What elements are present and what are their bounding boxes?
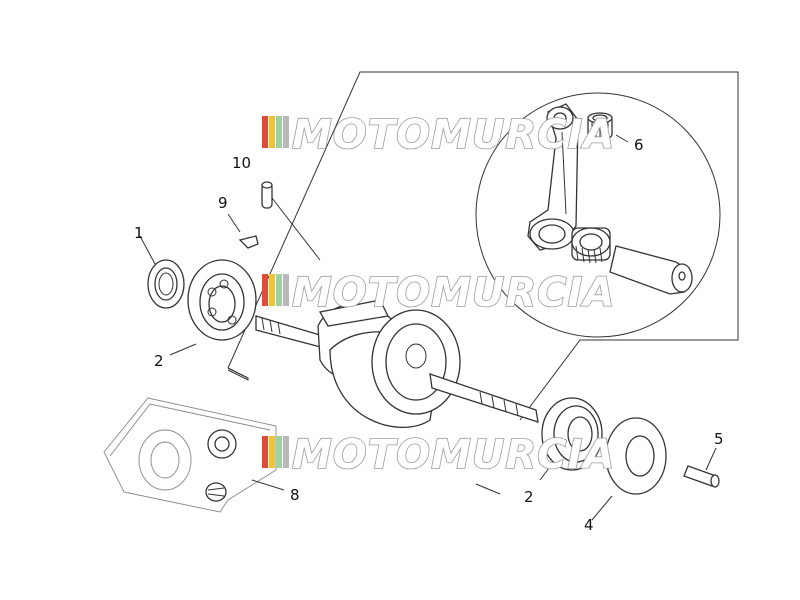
callout-8: 8 [290, 486, 300, 504]
callout-5: 5 [714, 430, 724, 448]
connecting-rod [527, 103, 579, 251]
watermark-text: MOTOMURCIA [292, 432, 615, 478]
watermark: MOTOMURCIA MOTOMURCIA MOTOMURCIA [262, 111, 615, 479]
main-bearing-right [541, 397, 603, 471]
crankshaft [255, 299, 539, 428]
pin [683, 465, 720, 488]
callout-1: 1 [134, 224, 144, 242]
small-end-needle-bearing [587, 112, 613, 139]
engine-case [103, 397, 277, 513]
callout-9: 9 [218, 194, 228, 212]
callout-2-right: 2 [524, 488, 534, 506]
callout-10: 10 [232, 154, 251, 172]
watermark-row-bottom: MOTOMURCIA [262, 431, 615, 479]
woodruff-key [238, 235, 259, 249]
callout-labels: 1 2 2 4 5 6 8 9 10 [134, 136, 724, 534]
callout-2-left: 2 [154, 352, 164, 370]
watermark-text: MOTOMURCIA [292, 270, 615, 316]
watermark-row-top: MOTOMURCIA [262, 111, 615, 159]
callout-6: 6 [634, 136, 644, 154]
dowel-pin [261, 181, 273, 209]
shim-ring [605, 417, 667, 495]
callout-4: 4 [584, 516, 594, 534]
leader-lines [139, 134, 717, 521]
detail-magnifier-circle [475, 92, 721, 338]
crank-pin [609, 245, 693, 295]
big-end-needle-bearing [571, 227, 611, 264]
main-bearing-left [187, 259, 257, 341]
detail-frame-outline [227, 71, 739, 495]
oil-seal [147, 259, 185, 309]
watermark-row-middle: MOTOMURCIA [262, 269, 615, 317]
watermark-text: MOTOMURCIA [292, 112, 615, 158]
